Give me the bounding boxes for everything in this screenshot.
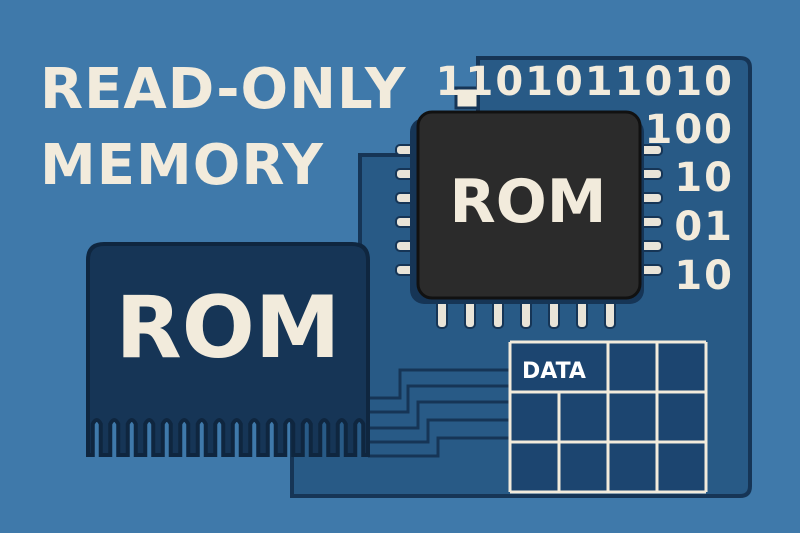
rom-module	[86, 242, 370, 457]
board-notch	[454, 86, 480, 110]
binary-line: 10	[674, 155, 734, 201]
circuit-traces	[368, 368, 510, 458]
chip-label: ROM	[449, 167, 607, 237]
data-grid	[508, 340, 708, 494]
title-line-2: MEMORY	[40, 133, 324, 198]
binary-line: 1101011010	[435, 59, 734, 105]
data-grid-label: DATA	[522, 359, 586, 384]
rom-chip	[416, 110, 642, 300]
binary-line: 01	[674, 204, 734, 250]
title-line-1: READ-ONLY	[40, 57, 407, 122]
module-label: ROM	[115, 278, 341, 378]
binary-line: 10	[674, 253, 734, 299]
binary-line: 100	[644, 107, 734, 153]
